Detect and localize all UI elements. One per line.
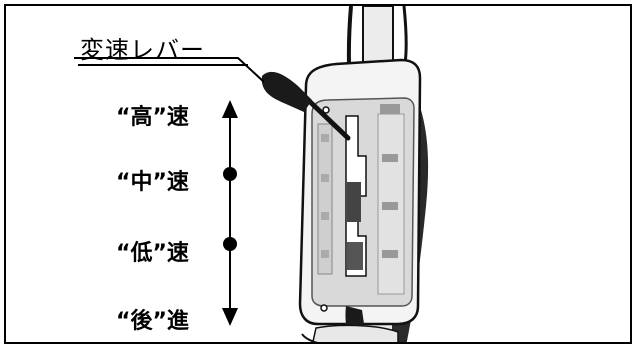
speed-label-mid: “中”速: [116, 170, 189, 195]
title-leader-line: [74, 57, 265, 83]
gate-mechanism: [347, 182, 361, 222]
lever-knob: [261, 71, 312, 112]
arrow-up-icon: [222, 100, 238, 118]
lever-shaft: [303, 95, 351, 141]
speed-label-high: “高”速: [116, 105, 189, 130]
shift-lever-illustration: [74, 6, 429, 342]
speed-label-reverse: “後”進: [116, 309, 189, 334]
shift-lever-title: 変速レバー: [80, 36, 205, 64]
figure-frame: 変速レバー “高”速 “中”速 “低”速 “後”進: [4, 4, 632, 344]
mid-speed-dot: [223, 167, 237, 181]
arrow-down-icon: [222, 308, 238, 326]
low-speed-dot: [223, 237, 237, 251]
speed-label-low: “低”速: [116, 241, 189, 266]
title-underline: [78, 64, 248, 66]
